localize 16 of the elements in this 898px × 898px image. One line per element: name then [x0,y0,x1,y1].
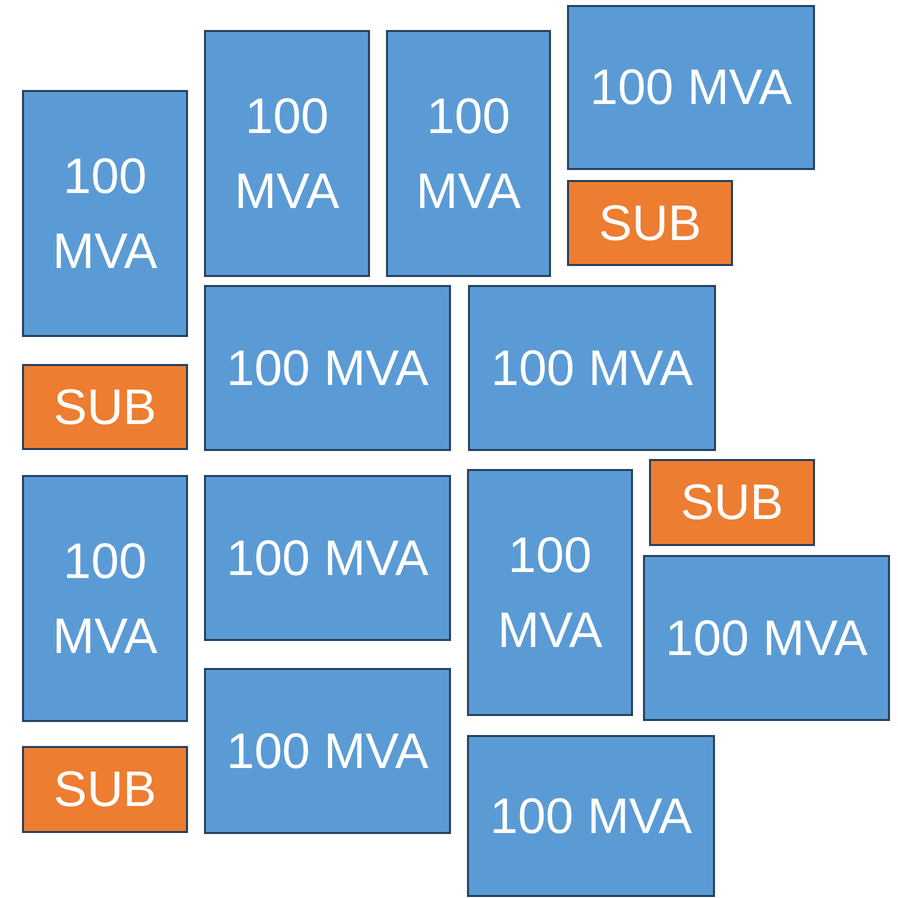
capacity-block: 100 MVA [467,469,633,716]
capacity-block: 100 MVA [204,285,451,451]
substation-block: SUB [649,459,815,546]
capacity-block: 100 MVA [22,90,188,337]
capacity-block: 100 MVA [22,475,188,722]
substation-block: SUB [22,364,188,450]
capacity-block: 100 MVA [204,475,451,641]
capacity-block: 100 MVA [567,5,815,170]
capacity-block: 100 MVA [468,285,716,451]
capacity-block: 100 MVA [467,735,715,897]
capacity-block: 100 MVA [204,30,370,277]
substation-block: SUB [567,180,733,266]
capacity-block: 100 MVA [386,30,551,277]
capacity-block: 100 MVA [643,555,890,721]
substation-block: SUB [22,746,188,833]
capacity-block: 100 MVA [204,668,451,834]
